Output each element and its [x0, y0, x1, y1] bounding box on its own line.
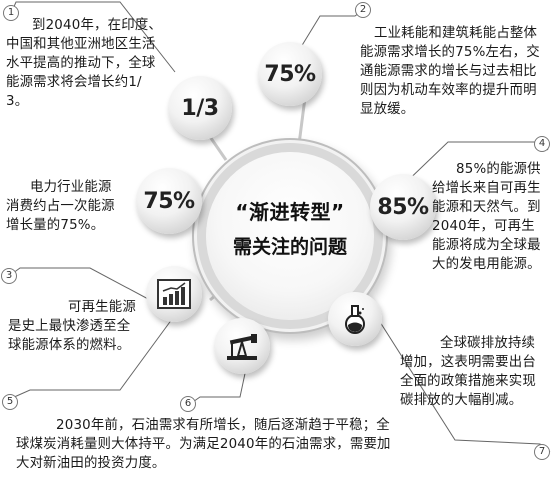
oil-pump-icon [227, 334, 257, 360]
marker-7: 7 [534, 444, 550, 460]
bubble-7 [328, 292, 382, 346]
rising-bar-chart-icon [157, 279, 191, 309]
bubble-4-value: 85% [377, 194, 429, 220]
marker-2: 2 [355, 2, 371, 18]
bubble-3-value: 75% [143, 188, 195, 214]
note-7: 全球碳排放持续增加，这表明需要出台全面的政策措施来实现碳排放的大幅削减。 [400, 336, 536, 408]
bubble-2-value: 75% [264, 61, 316, 87]
bubble-4: 85% [370, 174, 436, 240]
bubble-5 [146, 266, 202, 322]
note-2: 工业耗能和建筑耗能占整体能源需求增长的75%左右，交通能源需求的增长与过去相比则… [360, 26, 540, 117]
note-5: 可再生能源是史上最快渗透至全球能源体系的燃料。 [8, 300, 136, 353]
note-1: 到2040年，在印度、中国和其他亚洲地区生活水平提高的推动下，全球能源需求将会增… [6, 18, 163, 109]
marker-6: 6 [180, 396, 196, 412]
note-3: 电力行业能源消费约占一次能源增长量的75%。 [6, 180, 115, 233]
center-subtitle: 需关注的问题 [232, 236, 347, 258]
note-4: 85%的能源供给增长来自可再生能源和天然气。到2040年，可再生能源将成为全球最… [432, 162, 541, 272]
center-circle: “渐进转型” 需关注的问题 [206, 152, 374, 320]
bubble-2: 75% [258, 42, 322, 106]
bubble-3: 75% [136, 168, 202, 234]
note-6: 2030年前，石油需求有所增长，随后逐渐趋于平稳；全球煤炭消耗量则大体持平。为满… [16, 418, 391, 471]
marker-4: 4 [534, 136, 550, 152]
marker-1: 1 [3, 5, 19, 21]
flask-icon [345, 305, 365, 334]
center-title: “渐进转型” [235, 200, 345, 224]
bubble-1-value: 1/3 [181, 95, 219, 121]
bubble-6 [214, 318, 270, 374]
bubble-1: 1/3 [168, 76, 232, 140]
marker-3: 3 [1, 268, 17, 284]
marker-5: 5 [2, 394, 18, 410]
